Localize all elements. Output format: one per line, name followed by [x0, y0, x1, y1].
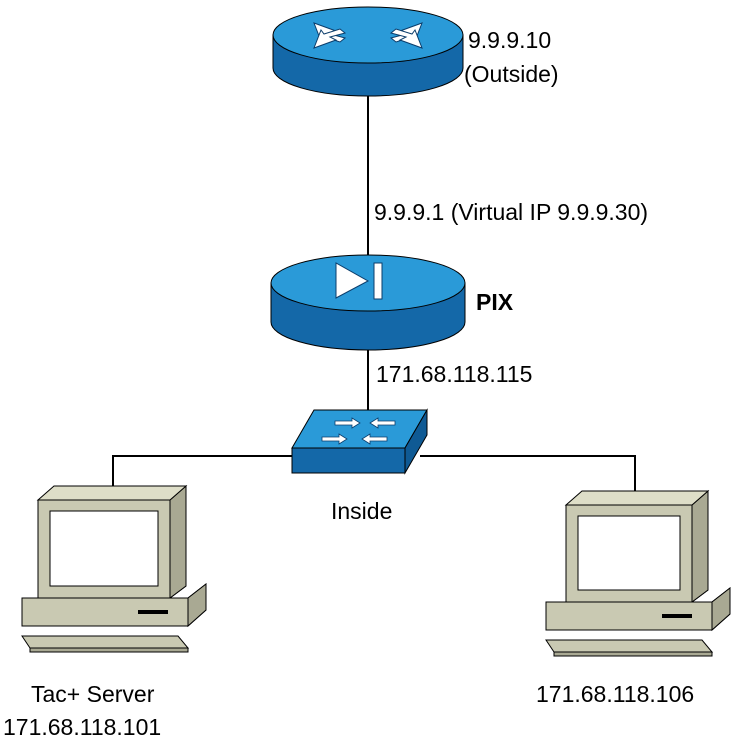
pix-firewall-icon [270, 254, 466, 351]
host-ip-label: 171.68.118.106 [536, 681, 694, 707]
router-ip-label: 9.9.9.10 [468, 27, 551, 53]
connections [112, 95, 636, 500]
router-zone-label: (Outside) [464, 61, 559, 87]
switch-host-link [420, 455, 636, 500]
pix-outside-ip-label: 9.9.9.1 (Virtual IP 9.9.9.30) [374, 199, 648, 225]
server-name-label: Tac+ Server [31, 681, 155, 707]
server-ip-label: 171.68.118.101 [3, 714, 161, 740]
switch-server-link [112, 455, 300, 498]
router-icon [272, 6, 464, 97]
host-computer-icon [545, 489, 731, 657]
pix-inside-ip-label: 171.68.118.115 [376, 361, 532, 387]
server-computer-icon [21, 484, 207, 653]
switch-icon [291, 408, 428, 475]
pix-name-label: PIX [476, 289, 514, 315]
switch-zone-label: Inside [331, 498, 392, 524]
